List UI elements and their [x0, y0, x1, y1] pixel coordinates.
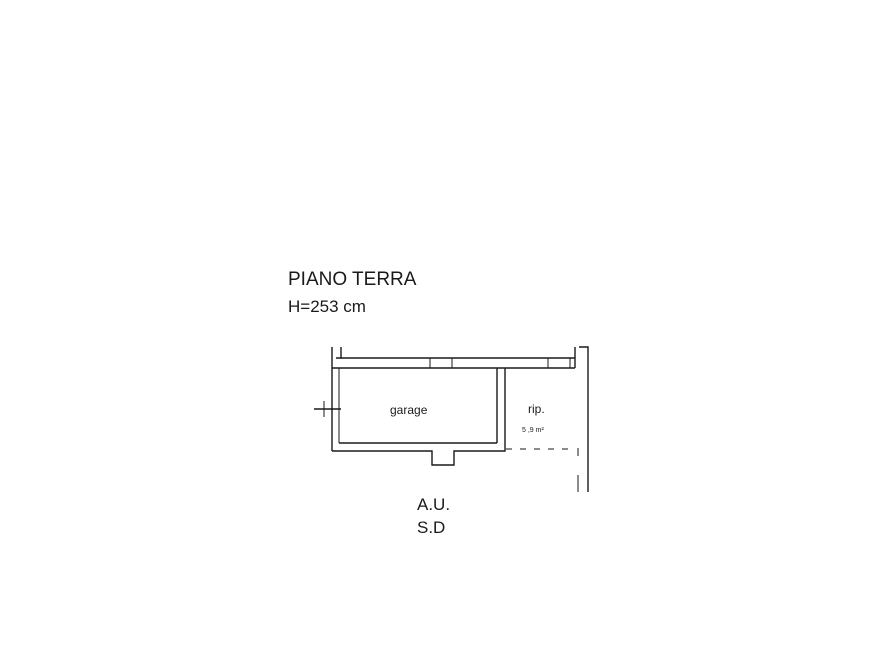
ceiling-height-label: H=253 cm — [288, 297, 366, 316]
garage-partition-outer — [498, 368, 506, 452]
garage-bottom-wall — [332, 450, 498, 466]
room-label-storage: rip. — [528, 402, 545, 416]
footer-label-au: A.U. — [417, 495, 450, 514]
outer-walls — [314, 346, 589, 492]
footer-label-sd: S.D — [417, 518, 445, 537]
room-area-storage: 5 ,9 m² — [522, 427, 544, 434]
floor-label: PIANO TERRA — [288, 269, 417, 290]
room-label-garage: garage — [390, 403, 428, 417]
garage-left-wall-cap — [336, 347, 342, 359]
right-wall-outer — [579, 346, 589, 492]
